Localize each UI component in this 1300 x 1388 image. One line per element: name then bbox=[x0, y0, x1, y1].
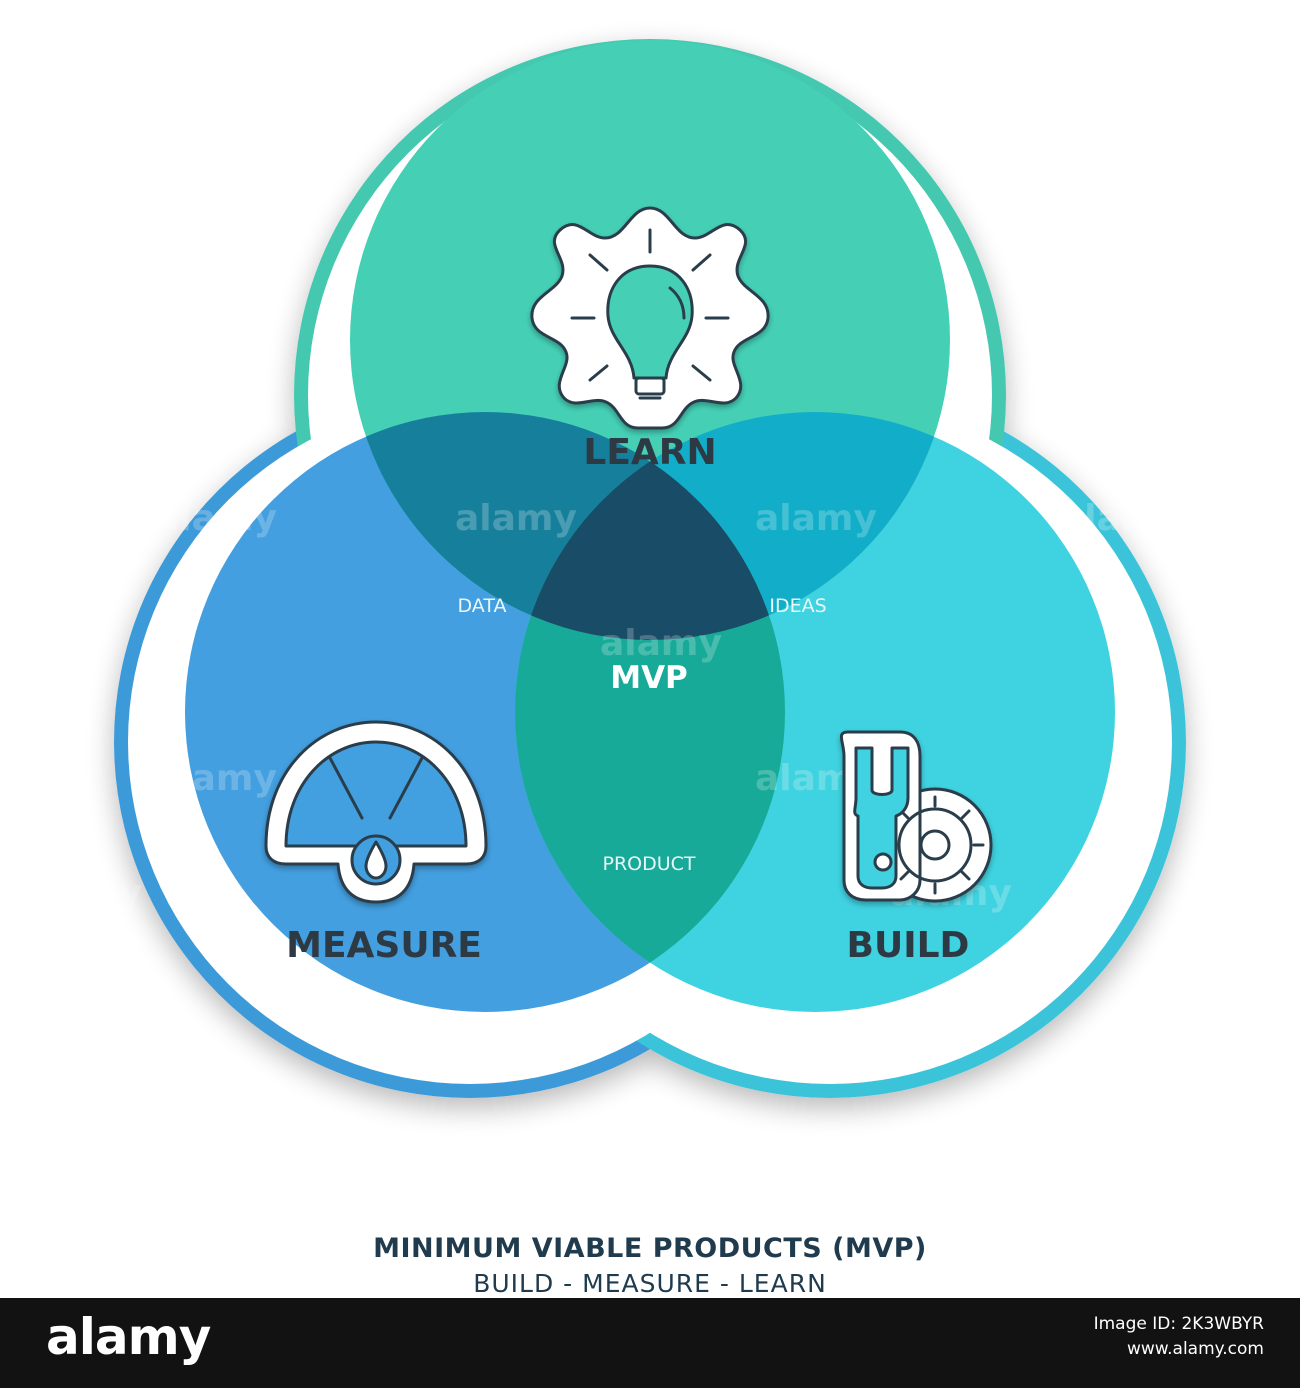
overlap-center bbox=[515, 412, 785, 640]
caption-title: MINIMUM VIABLE PRODUCTS (MVP) bbox=[373, 1233, 927, 1264]
svg-text:alamy: alamy bbox=[1060, 498, 1182, 539]
center-label-mvp: MVP bbox=[610, 660, 688, 696]
caption: MINIMUM VIABLE PRODUCTS (MVP) BUILD - ME… bbox=[0, 1232, 1300, 1302]
svg-text:alamy: alamy bbox=[755, 498, 877, 539]
footer-image-id: Image ID: 2K3WBYR bbox=[1093, 1314, 1264, 1334]
mvp-venn-diagram: alamy alamy alamy alamy alamy alamy alam… bbox=[20, 39, 1300, 1098]
overlap-label-data: DATA bbox=[458, 595, 507, 617]
svg-text:alamy: alamy bbox=[155, 498, 277, 539]
footer-logo: alamy bbox=[46, 1308, 211, 1366]
gauge-icon bbox=[264, 720, 488, 904]
svg-text:alamy: alamy bbox=[20, 873, 142, 914]
overlap-label-ideas: IDEAS bbox=[769, 595, 826, 617]
measure-label: MEASURE bbox=[286, 925, 482, 966]
wrench-gear-icon bbox=[839, 730, 993, 903]
svg-text:alamy: alamy bbox=[1190, 873, 1300, 914]
learn-label: LEARN bbox=[583, 432, 716, 473]
build-label: BUILD bbox=[847, 925, 970, 966]
svg-text:alamy: alamy bbox=[155, 758, 277, 799]
footer-url: www.alamy.com bbox=[1126, 1339, 1264, 1359]
lightbulb-icon bbox=[530, 206, 770, 430]
svg-text:alamy: alamy bbox=[600, 623, 722, 664]
caption-subtitle: BUILD - MEASURE - LEARN bbox=[473, 1269, 827, 1298]
overlap-label-product: PRODUCT bbox=[602, 853, 695, 875]
footer-text: Image ID: 2K3WBYR www.alamy.com bbox=[1094, 1312, 1264, 1362]
stock-footer-bar: alamy Image ID: 2K3WBYR www.alamy.com bbox=[0, 1298, 1300, 1388]
svg-text:alamy: alamy bbox=[455, 498, 577, 539]
